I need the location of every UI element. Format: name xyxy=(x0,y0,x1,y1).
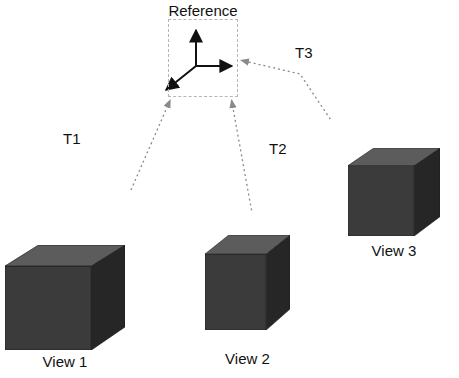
view-label: View 1 xyxy=(3,353,127,370)
cube-top-face xyxy=(205,235,290,254)
cube-front-face xyxy=(205,254,266,330)
cube-top-face xyxy=(348,148,440,166)
axis-depth xyxy=(166,66,196,90)
axis-up xyxy=(195,30,197,66)
transform-arrow xyxy=(232,100,252,210)
cube-shape xyxy=(348,148,440,236)
transform-label: T2 xyxy=(268,140,288,157)
transform-arrow xyxy=(131,100,170,190)
view-cube: View 3 xyxy=(346,148,442,259)
axis-right xyxy=(196,65,232,67)
view-label: View 2 xyxy=(203,350,292,367)
cube-top-face xyxy=(5,245,125,266)
cube-shape xyxy=(5,245,125,350)
reference-frame: Reference xyxy=(166,2,240,97)
view-label: View 3 xyxy=(346,242,442,259)
transform-label: T3 xyxy=(294,44,314,61)
cube-drawing xyxy=(5,245,125,350)
frame-label: Reference xyxy=(166,2,240,19)
cube-front-face xyxy=(348,166,414,236)
transform-label: T1 xyxy=(62,130,82,147)
view-cube: View 2 xyxy=(203,235,292,367)
cube-drawing xyxy=(348,148,440,236)
cube-drawing xyxy=(205,235,290,330)
view-cube: View 1 xyxy=(3,245,127,370)
cube-shape xyxy=(205,235,290,330)
transform-arrow xyxy=(241,60,330,119)
cube-front-face xyxy=(5,266,91,350)
frame-outline xyxy=(168,19,238,97)
